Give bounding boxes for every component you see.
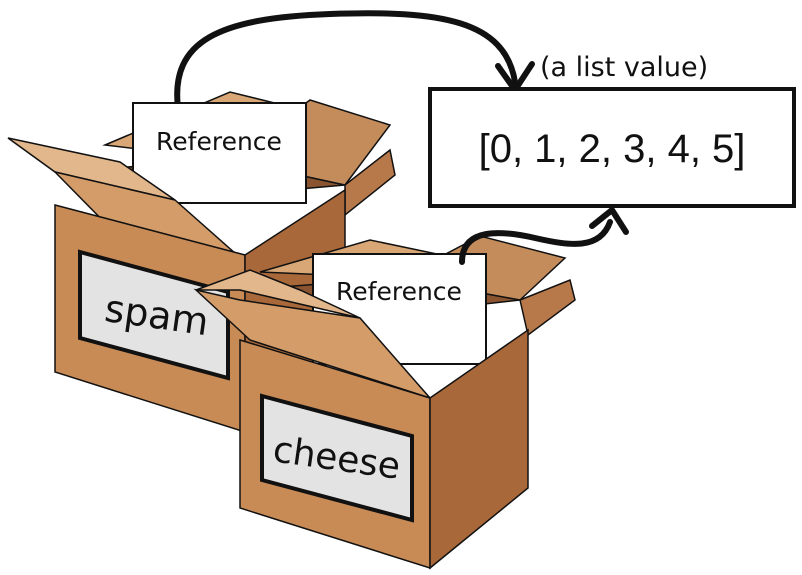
spam-reference-arrow <box>174 10 518 111</box>
list-value-box <box>428 87 796 208</box>
cheese-reference-arrow <box>459 219 613 265</box>
cheese-box: Reference cheese <box>193 235 576 570</box>
spam-reference-card <box>132 102 307 204</box>
cheese-box-side-face <box>429 328 529 570</box>
spam-reference-card-label: Reference <box>156 127 282 156</box>
cheese-reference-arrowhead <box>589 207 629 235</box>
list-value-text: [0, 1, 2, 3, 4, 5] <box>479 127 746 171</box>
cheese-box-left-flap <box>195 269 361 319</box>
cheese-reference-card-label: Reference <box>336 277 462 306</box>
cheese-box-front-flap <box>193 288 433 400</box>
cheese-box-right-flap <box>519 278 576 337</box>
cheese-box-label <box>260 393 414 523</box>
spam-box-label <box>78 249 230 381</box>
list-value-annotation: (a list value) <box>540 52 708 83</box>
